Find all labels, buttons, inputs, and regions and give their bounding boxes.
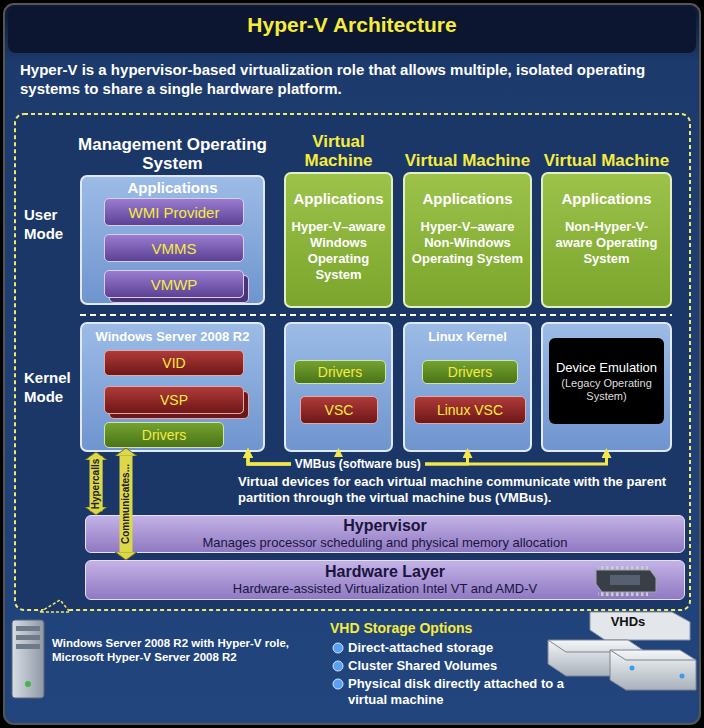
- emulation-panel: Device Emulation (Legacy Operating System…: [549, 338, 664, 424]
- connector-label: Communicates...: [120, 462, 132, 546]
- process-box: VMMS: [104, 234, 244, 262]
- connector-label: Hypercalls: [90, 456, 102, 511]
- box-label: Device Emulation: [556, 360, 657, 375]
- layer-name: Hypervisor: [343, 517, 427, 535]
- vhd-disks: [548, 612, 696, 690]
- diagram-title: Hyper-V Architecture: [0, 13, 704, 37]
- layer-description: Hardware-assisted Virtualization Intel V…: [233, 581, 537, 597]
- layer-name: Hardware Layer: [325, 563, 445, 581]
- list-item: Physical disk directly attached to a vir…: [348, 676, 573, 708]
- box-label: WMI Provider: [129, 204, 220, 221]
- mode-separator: [80, 314, 672, 316]
- box-label: Hyper-V–aware Non-Windows Operating Syst…: [409, 219, 526, 267]
- mode-label: Kernel Mode: [24, 368, 80, 406]
- note: Virtual devices for each virtual machine…: [238, 474, 688, 506]
- box-label: VSP: [160, 392, 188, 408]
- vm-heading: Virtual Machine: [533, 126, 680, 170]
- component-box: VSC: [300, 396, 378, 424]
- box-label: Applications: [82, 179, 263, 196]
- vm-box: Virtual MachineApplicationsHyper-V–aware…: [403, 172, 532, 308]
- kernel-box: Linux KernelDriversLinux VSC: [403, 322, 532, 452]
- chip-icon: [596, 566, 656, 596]
- driver-box: Drivers: [294, 360, 386, 384]
- kernel-heading: Windows Server 2008 R2: [82, 329, 263, 344]
- box-label: VMMS: [152, 240, 197, 257]
- connector-label: VMBus (software bus): [291, 457, 425, 471]
- vm-heading: Virtual Machine: [395, 126, 540, 170]
- callout-tail: [40, 600, 70, 612]
- layer-band: HypervisorManages processor scheduling a…: [85, 515, 685, 553]
- box-label: VID: [162, 355, 185, 371]
- server-icon: [12, 620, 44, 698]
- layer-description: Manages processor scheduling and physica…: [203, 535, 568, 551]
- callout-text: Windows Server 2008 R2 with Hyper-V role…: [52, 636, 327, 664]
- kernel-box: Windows Server 2008 R2 VID VSP Drivers: [80, 322, 265, 452]
- list-item: Direct-attached storage: [348, 640, 573, 656]
- storage-label: VHDs: [598, 614, 658, 630]
- box-label: VMWP: [151, 276, 198, 293]
- driver-box: Drivers: [104, 422, 224, 448]
- bullet-dots: [333, 643, 343, 689]
- box-label: Drivers: [448, 364, 492, 380]
- box-label: Applications: [293, 190, 383, 207]
- partition-heading: Management Operating System: [72, 129, 273, 173]
- kernel-box: DriversVSC: [284, 322, 393, 452]
- box-label: Linux VSC: [437, 402, 503, 418]
- list-heading: VHD Storage Options: [330, 620, 550, 637]
- panel: [4, 4, 700, 724]
- dashed-region: [15, 114, 690, 610]
- process-box: VMWP: [104, 270, 244, 298]
- partition-box: Management Operating SystemApplicationsW…: [80, 175, 265, 305]
- driver-box: Drivers: [422, 360, 518, 384]
- box-label: Applications: [561, 190, 651, 207]
- box-label: (Legacy Operating System): [553, 377, 660, 403]
- box-label: Hyper-V–aware Windows Operating System: [290, 219, 387, 283]
- kernel-heading: Linux Kernel: [405, 329, 530, 344]
- layer-band: Hardware LayerHardware-assisted Virtuali…: [85, 560, 685, 600]
- vm-box: Virtual MachineApplicationsHyper-V–aware…: [284, 172, 393, 308]
- double-arrow: [120, 456, 133, 552]
- mode-label: User Mode: [24, 205, 80, 243]
- vm-heading: Virtual Machine: [276, 126, 401, 170]
- description: Hyper-V is a hypervisor-based virtualiza…: [20, 60, 690, 98]
- component-box: Linux VSC: [414, 396, 526, 424]
- box-label: Drivers: [318, 364, 362, 380]
- emulation-box: Device Emulation (Legacy Operating System…: [541, 322, 672, 452]
- process-box: WMI Provider: [104, 198, 244, 226]
- list-item: Cluster Shared Volumes: [348, 658, 573, 674]
- box-label: Drivers: [142, 427, 186, 443]
- component-box: VID: [104, 350, 244, 376]
- component-box: VSP: [104, 386, 244, 414]
- box-label: Applications: [422, 190, 512, 207]
- box-label: VSC: [325, 402, 354, 418]
- box-label: Non-Hyper-V-aware Operating System: [547, 219, 666, 267]
- vm-box: Virtual MachineApplicationsNon-Hyper-V-a…: [541, 172, 672, 308]
